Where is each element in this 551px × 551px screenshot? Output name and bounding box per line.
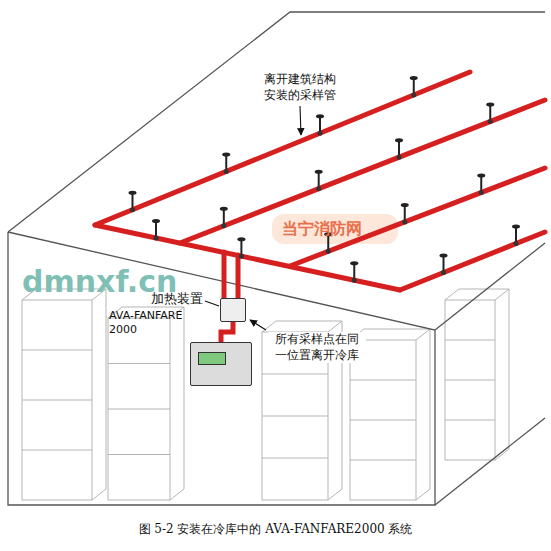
sampling-stem	[413, 79, 415, 93]
ceiling-mount	[401, 203, 409, 207]
ceiling-mount	[512, 225, 520, 229]
sampling-hole	[130, 207, 135, 212]
watermark: 当宁消防网	[282, 219, 362, 240]
sampling-hole	[224, 169, 229, 174]
detector-unit: AVA-FANFARE 2000	[190, 342, 252, 386]
sampling-hole	[239, 254, 244, 259]
sampling-hole	[441, 270, 446, 275]
ceiling-mount	[486, 102, 494, 106]
leader-lines	[205, 106, 301, 330]
ceiling-mount	[152, 219, 160, 223]
ceiling-mount	[237, 237, 245, 241]
ceiling-mount	[129, 191, 137, 195]
ceiling-mount	[315, 170, 323, 174]
sampling-stem	[225, 155, 227, 169]
ceiling-mount	[440, 254, 448, 258]
sampling-hole	[154, 236, 159, 241]
ceiling-mount	[222, 152, 230, 156]
sampling-stem	[223, 210, 225, 224]
sampling-stem	[489, 105, 491, 119]
node-label: AVA-FANFARE 2000	[109, 309, 187, 337]
sampling-hole	[488, 119, 493, 124]
sampling-stem	[155, 222, 157, 236]
heater-box: 加热装置	[220, 298, 246, 322]
ceiling-mount	[350, 261, 358, 265]
sampling-stem	[404, 206, 406, 220]
sampling-hole	[411, 92, 416, 97]
sampling-hole	[316, 186, 321, 191]
rack	[22, 289, 106, 500]
sampling-stem	[443, 257, 445, 271]
rack	[108, 307, 184, 500]
storage-racks	[22, 289, 509, 500]
callout-text: 离开建筑结构 安装的采样管	[258, 72, 342, 103]
sampling-hole	[397, 155, 402, 160]
sampling-hole	[479, 190, 484, 195]
sampling-stem	[319, 117, 321, 131]
sampling-stem	[480, 177, 482, 191]
ceiling-mount	[477, 174, 485, 178]
sampling-stem	[132, 194, 134, 208]
callout-text: 所有采样点在同 一位置离开冷库	[268, 332, 366, 363]
ceiling-mount	[395, 138, 403, 142]
ceiling-mount	[410, 76, 418, 80]
sampling-stem	[353, 264, 355, 278]
sampling-pipe-connector	[221, 322, 233, 342]
ceiling-mount	[316, 114, 324, 118]
room-outline	[8, 12, 545, 505]
sampling-hole	[514, 241, 519, 246]
sampling-stem	[240, 240, 242, 254]
sampling-hole	[221, 223, 226, 228]
sampling-stem	[318, 173, 320, 187]
watermark-badge	[272, 214, 398, 244]
sampling-points	[129, 76, 521, 283]
sampling-hole	[352, 278, 357, 283]
sampling-stem	[398, 141, 400, 155]
figure-caption: 图 5-2 安装在冷库中的 AVA-FANFARE2000 系统	[0, 521, 551, 538]
sampling-stem	[515, 228, 517, 242]
watermark: dmnxf.cn	[22, 262, 177, 301]
sampling-hole	[318, 131, 323, 136]
sampling-hole	[402, 219, 407, 224]
ceiling-mount	[220, 207, 228, 211]
lcd-display	[198, 352, 226, 365]
sampling-hole	[326, 249, 331, 254]
